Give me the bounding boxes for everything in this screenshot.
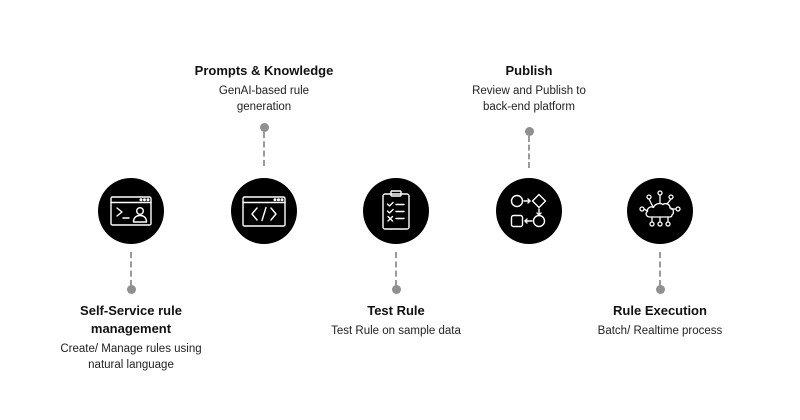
step-circle	[627, 178, 693, 244]
step-circle	[496, 178, 562, 244]
connector-dot	[524, 127, 534, 136]
step-label: Publish Review and Publish to back-end p…	[439, 62, 619, 115]
dashed-connector	[659, 252, 661, 286]
connector-dot	[655, 285, 665, 294]
dashed-connector	[263, 132, 265, 166]
step-circle	[98, 178, 164, 244]
cloud-network-icon	[639, 190, 681, 227]
step-title: Publish	[505, 63, 553, 78]
connector-dot	[126, 285, 136, 294]
step-label: Self-Service rule management Create/ Man…	[41, 302, 221, 373]
step-title: Prompts & Knowledge	[194, 63, 334, 78]
step-description: Batch/ Realtime process	[597, 325, 723, 337]
step-description: Review and Publish to back-end platform	[472, 85, 586, 113]
clipboard-checklist-icon	[382, 190, 410, 230]
step-description: Test Rule on sample data	[331, 325, 461, 337]
step-label: Rule Execution Batch/ Realtime process	[570, 302, 750, 339]
step-title: Test Rule	[367, 303, 425, 318]
dashed-connector	[395, 252, 397, 286]
dashed-connector	[528, 136, 530, 168]
code-window-icon	[242, 196, 286, 227]
workflow-icon	[510, 193, 547, 228]
step-circle	[363, 178, 429, 244]
connector-dot	[391, 285, 401, 294]
step-label: Prompts & Knowledge GenAI-based rule gen…	[174, 62, 354, 115]
step-title: Rule Execution	[613, 303, 707, 318]
dashed-connector	[130, 252, 132, 286]
step-label: Test Rule Test Rule on sample data	[306, 302, 486, 339]
terminal-user-window-icon	[110, 196, 152, 226]
step-description: Create/ Manage rules using natural langu…	[60, 343, 202, 371]
step-description: GenAI-based rule generation	[218, 85, 310, 113]
step-title: Self-Service rule management	[80, 303, 182, 336]
step-circle	[231, 178, 297, 244]
connector-dot	[259, 123, 269, 132]
